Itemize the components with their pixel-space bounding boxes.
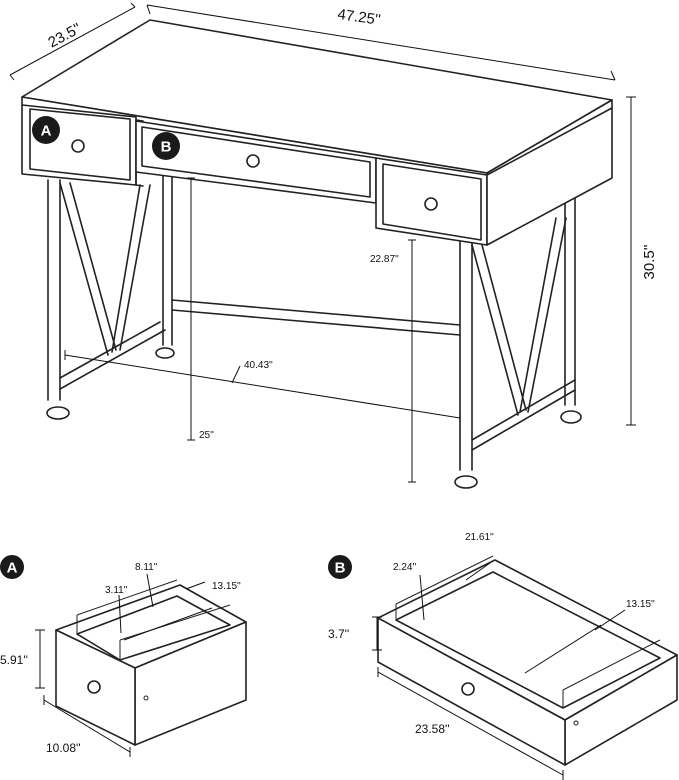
drawer-a-illustration — [55, 579, 247, 746]
drawer-b-illustration — [377, 555, 678, 766]
right-drawer-box — [375, 107, 613, 246]
drawer-b-inner-width-label: 21.61'' — [465, 532, 494, 543]
drawer-a-height-label: 5.91'' — [0, 653, 28, 667]
svg-text:A: A — [41, 123, 52, 140]
drawer-b-inner-height-label: 2.24'' — [393, 562, 416, 573]
width-label: 47.25'' — [336, 6, 381, 29]
svg-text:B: B — [335, 560, 346, 577]
drawer-b-inner-length-label: 13.15'' — [626, 599, 655, 610]
drawer-b-dimension-lines — [372, 562, 626, 780]
depth-label: 23.5'' — [45, 20, 84, 51]
back-right-leg — [560, 195, 582, 424]
drawer-a-inner-depth-label: 8.11'' — [135, 562, 158, 573]
badge-a-desk: A — [32, 116, 60, 144]
svg-text:B: B — [161, 139, 172, 156]
drawer-a-inner-height-label: 3.11'' — [105, 585, 128, 596]
badge-b-detail: B — [328, 555, 352, 579]
height-label: 30.5'' — [641, 244, 658, 279]
drawer-clearance-label: 22.87'' — [370, 254, 399, 265]
inner-width-label: 40.43'' — [244, 360, 273, 371]
desk-dimension-lines — [9, 2, 636, 483]
drawer-b-width-label: 23.58'' — [415, 722, 450, 736]
badge-a-detail: A — [0, 555, 24, 579]
drawer-a-dimension-lines — [35, 573, 213, 757]
center-drawer-box — [135, 120, 377, 204]
drawer-a-inner-length-label: 13.15'' — [212, 581, 241, 592]
svg-text:A: A — [7, 560, 18, 577]
drawer-a-width-label: 10.08'' — [46, 741, 81, 755]
front-right-leg — [454, 217, 576, 489]
drawer-b-height-label: 3.7'' — [328, 627, 349, 641]
left-drawer-box — [21, 104, 144, 187]
desk-illustration — [21, 19, 613, 489]
knee-height-label: 25'' — [199, 430, 214, 441]
badge-b-desk: B — [152, 132, 180, 160]
front-left-leg — [46, 179, 166, 420]
